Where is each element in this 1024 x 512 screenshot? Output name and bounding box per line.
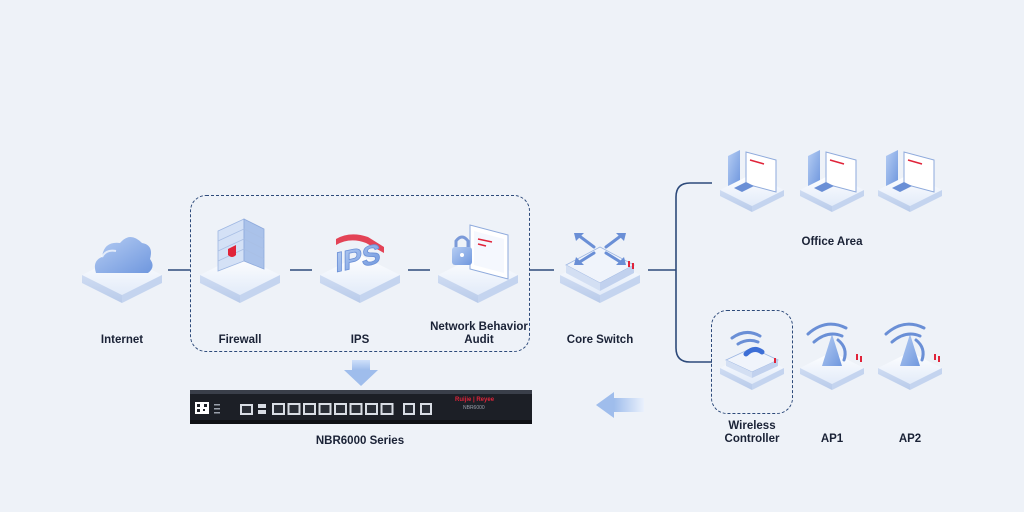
ethernet-port-socket [382, 405, 392, 413]
router-model-label: NBR6000 [463, 405, 485, 411]
security-group-box [190, 195, 530, 352]
ips-label: IPS [350, 334, 370, 346]
ethernet-port-socket [305, 405, 314, 413]
router-brand-label: Ruijie | Reyee [455, 397, 495, 403]
internet-icon [82, 237, 162, 303]
wireless-controller-box [711, 310, 793, 414]
ethernet-port-socket [274, 405, 283, 413]
ethernet-port-socket [351, 405, 361, 413]
internet-label: Internet [100, 334, 144, 346]
core-switch-icon [560, 233, 640, 303]
network-behavior-audit-label: Network Behavior Audit [430, 321, 528, 346]
firewall-icon [200, 218, 280, 303]
ethernet-ports [272, 403, 394, 415]
office-pc-1-icon [720, 150, 784, 212]
ap2-label: AP2 [898, 433, 922, 445]
ap1-icon [800, 322, 864, 390]
ethernet-port-socket [336, 405, 345, 413]
qr-code-icon [195, 402, 209, 414]
office-pc-3-icon [878, 150, 942, 212]
down-arrow-icon [344, 360, 378, 386]
firewall-label: Firewall [218, 334, 262, 346]
ethernet-port-socket [367, 405, 376, 413]
wireless-controller-label: Wireless Controller [724, 420, 780, 445]
office-area-label: Office Area [801, 236, 863, 248]
office-pc-2-icon [800, 150, 864, 212]
core-switch-label: Core Switch [566, 334, 634, 346]
ips-icon: IPS [320, 234, 400, 303]
ethernet-port-socket [289, 405, 299, 413]
wireless-controller-icon [720, 331, 784, 390]
ethernet-port-socket [320, 405, 330, 413]
network-audit-icon [438, 224, 518, 303]
ap1-label: AP1 [820, 433, 844, 445]
left-arrow-icon [596, 392, 644, 418]
branch-line [675, 182, 712, 363]
nbr-series-label: NBR6000 Series [315, 435, 405, 447]
ap2-icon [878, 322, 942, 390]
nbr6000-router [190, 390, 532, 424]
connection-lines [168, 182, 712, 363]
